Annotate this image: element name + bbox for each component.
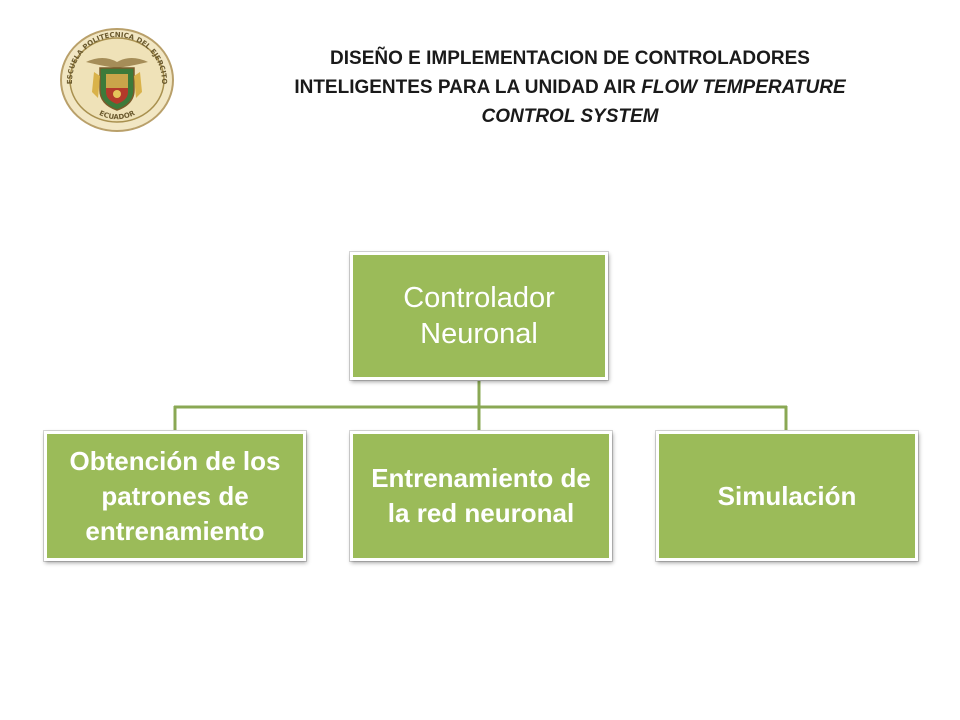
node-simulacion: Simulación: [656, 431, 918, 561]
title-line-2-regular: INTELIGENTES PARA LA UNIDAD AIR: [294, 77, 642, 98]
title-line-2-italic: FLOW TEMPERATURE: [641, 77, 846, 98]
node-label: Obtención de los patrones de entrenamien…: [69, 445, 281, 546]
node-label: Simulación: [717, 480, 857, 511]
title-line-3: CONTROL SYSTEM: [481, 106, 659, 127]
svg-text:ECUADOR: ECUADOR: [98, 109, 137, 121]
title-line-1: DISEÑO E IMPLEMENTACION DE CONTROLADORES: [330, 48, 810, 69]
node-label: Entrenamiento de la red neuronal: [371, 463, 591, 528]
university-seal-icon: ESCUELA POLITECNICA DEL EJERCITO ECUADOR: [60, 28, 174, 132]
seal-ring-text-bottom: ECUADOR: [98, 109, 137, 121]
node-obtencion-patrones: Obtención de los patrones de entrenamien…: [44, 431, 306, 561]
node-entrenamiento-red: Entrenamiento de la red neuronal: [350, 431, 612, 561]
node-label: Controlador Neuronal: [403, 282, 555, 350]
title-line-2: INTELIGENTES PARA LA UNIDAD AIR FLOW TEM…: [230, 73, 910, 102]
slide-title: DISEÑO E IMPLEMENTACION DE CONTROLADORES…: [230, 44, 910, 131]
node-controlador-neuronal: Controlador Neuronal: [350, 252, 608, 380]
